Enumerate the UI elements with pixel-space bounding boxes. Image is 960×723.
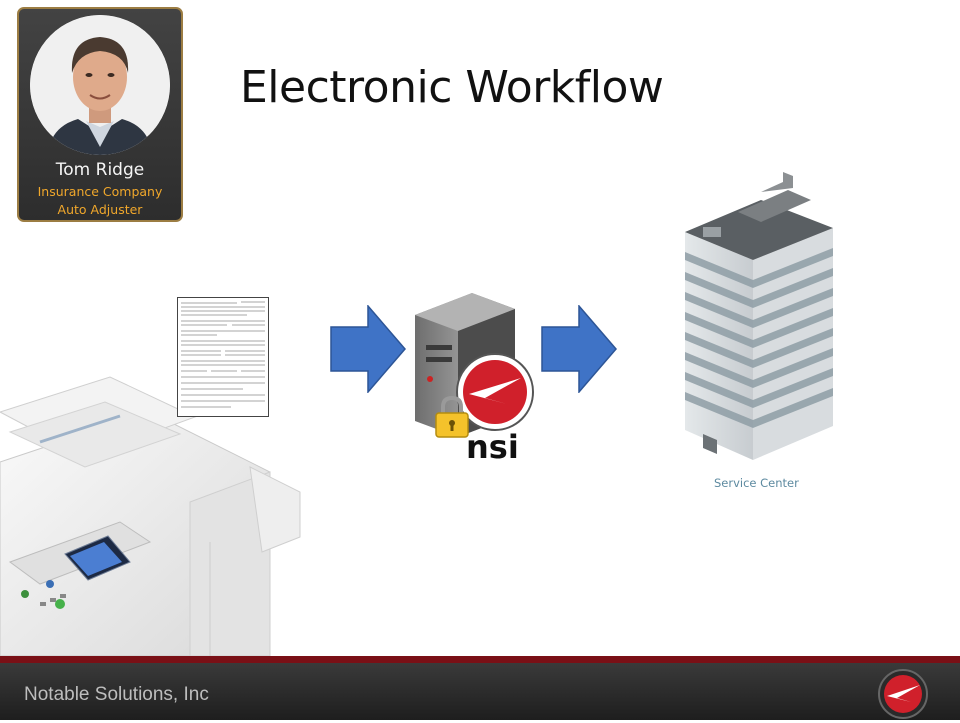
arrow-right-icon bbox=[541, 303, 617, 395]
document-icon bbox=[177, 297, 269, 417]
footer-logo-icon bbox=[878, 669, 928, 719]
printer-mfp-icon bbox=[0, 372, 305, 657]
company-name: Notable Solutions, Inc bbox=[24, 684, 209, 705]
profile-company: Insurance Company bbox=[37, 184, 163, 199]
avatar bbox=[30, 15, 170, 155]
profile-title: Auto Adjuster bbox=[57, 202, 143, 217]
service-center-label: Service Center bbox=[714, 476, 799, 490]
profile-name: Tom Ridge bbox=[55, 160, 145, 180]
nsi-label: nsi bbox=[466, 428, 519, 466]
footer-bar: Notable Solutions, Inc bbox=[0, 656, 960, 720]
lock-icon bbox=[434, 395, 470, 438]
building-icon bbox=[683, 172, 838, 462]
profile-card: Tom Ridge Insurance Company Auto Adjuste… bbox=[17, 7, 183, 222]
arrow-right-icon bbox=[330, 303, 406, 395]
nsi-logo-icon bbox=[455, 352, 535, 432]
slide-title: Electronic Workflow bbox=[240, 62, 664, 113]
